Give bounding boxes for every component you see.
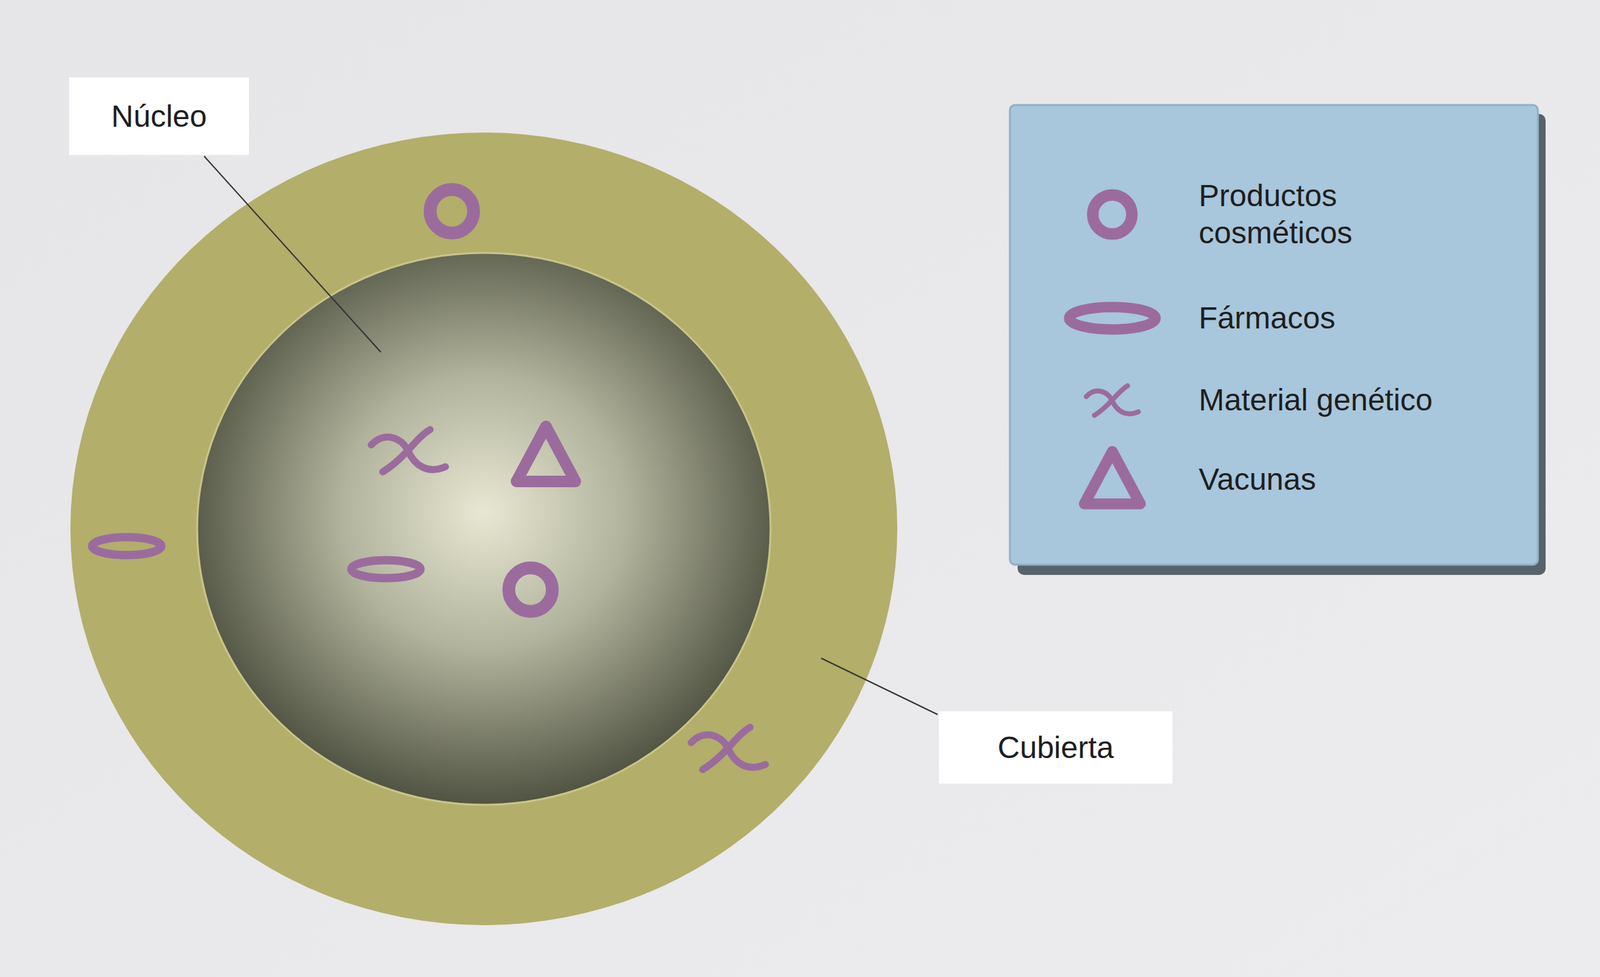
donut-ring [1092,194,1132,234]
leader-line [204,156,381,352]
chi-stroke [382,429,431,472]
oval-ring [1069,307,1156,330]
tri-symbol [516,426,576,482]
chi-stroke [702,727,751,770]
legend-symbols [1069,194,1156,504]
callout-label: Cubierta [997,728,1114,767]
oval-ring [92,536,162,555]
chi-symbol [371,429,446,472]
donut-symbol [1092,194,1132,234]
callout-box: Núcleo [69,77,249,155]
chi-symbol [691,727,766,770]
chi-stroke [1094,385,1128,416]
oval-ring [351,560,421,578]
legend-entry: Vacunas [1198,460,1316,498]
legend-label: Vacunas [1198,460,1316,498]
legend-panel [1009,104,1538,565]
oval-symbol [1069,307,1156,330]
chi-symbol [1086,385,1138,416]
legend-entry: Fármacos [1198,299,1336,337]
core [197,252,771,805]
donut-symbol [508,567,553,612]
legend-label: Productos cosméticos [1198,177,1404,251]
shell [70,132,898,925]
triangle-outline [1084,451,1140,504]
donut-ring [430,189,474,233]
donut-symbol [430,189,474,233]
legend-label: Material genético [1198,381,1433,419]
legend-entry: Productos cosméticos [1198,177,1404,251]
legend-entry: Material genético [1198,381,1433,419]
callout-label: Núcleo [111,97,207,136]
leader-line [821,657,938,715]
donut-ring [508,567,553,612]
triangle-outline [516,426,576,482]
tri-symbol [1084,451,1140,504]
legend-label: Fármacos [1198,299,1336,337]
callout-box: Cubierta [938,711,1173,784]
oval-symbol [351,560,421,578]
oval-symbol [92,536,162,555]
